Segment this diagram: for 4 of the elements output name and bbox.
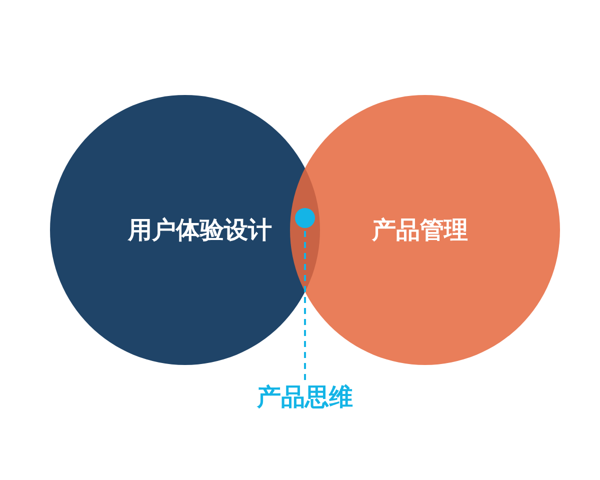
circle-label: 产品管理	[372, 215, 468, 246]
leader-line	[304, 228, 306, 380]
intersection-label: 产品思维	[257, 382, 353, 413]
circle-label: 用户体验设计	[128, 215, 272, 246]
